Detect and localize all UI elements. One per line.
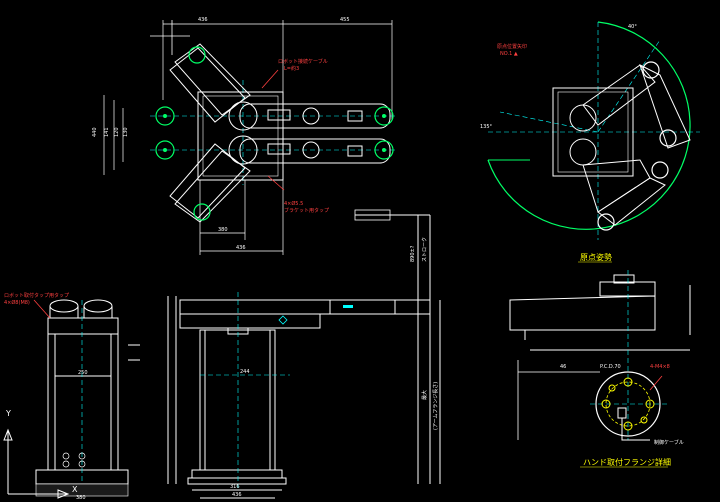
side-view: [167, 209, 441, 499]
ucs-axis-icon: [3, 428, 70, 499]
side-base-width: 316: [230, 484, 240, 490]
front-note-1: ロボット取付タップ用タップ: [4, 292, 69, 299]
axis-x-label: X: [72, 485, 78, 494]
work-envelope-arc: [487, 21, 691, 230]
dim-bottom-a: 380: [218, 227, 228, 233]
dim-v3: 120: [114, 127, 120, 137]
flange-detail-title: ハンド取付フランジ詳細: [583, 457, 671, 467]
dim-v2: 141: [104, 127, 110, 137]
side-overall-height: 890±?: [410, 245, 416, 262]
origin-view-labels: 原点位置矢印 NO.1 ▲ 40° 135° 原点姿勢: [480, 24, 637, 263]
tap-sub-note: ブラケット用タップ: [284, 207, 329, 214]
flange-dim-top: 46: [560, 364, 566, 370]
tap-note: 4×Ø5.5: [284, 200, 303, 207]
dim-bottom-b: 436: [236, 245, 246, 251]
side-flange-len: (アームフランジ長さ): [432, 382, 439, 430]
flange-cable-note: 制御ケーブル: [654, 439, 684, 446]
dim-v4: 130: [123, 127, 129, 137]
side-stroke: ストローク: [422, 237, 428, 262]
origin-view-title: 原点姿勢: [580, 252, 612, 262]
side-total: 最大: [421, 390, 428, 400]
flange-tap: 4-M4×8: [650, 364, 670, 370]
top-view: [103, 20, 395, 255]
top-view-labels: 436 455 440 141 120 130 380 436: [92, 17, 350, 251]
top-view-notes: ロボット接続ケーブル L=約3 4×Ø5.5 ブラケット用タップ: [278, 58, 329, 214]
flange-detail-labels: 46 P.C.D.70 4-M4×8 制御ケーブル ハンド取付フランジ詳細: [560, 364, 684, 468]
side-view-labels: 890±? ストローク 最大 (アームフランジ長さ) 244 316 436: [230, 237, 439, 498]
front-view-labels: ロボット取付タップ用タップ 4×Ø8(M8) 250 380: [4, 292, 88, 501]
flange-pcd: P.C.D.70: [600, 364, 621, 370]
front-base-dim: 380: [76, 495, 86, 501]
origin-view: [487, 21, 700, 240]
dim-left-width: 436: [198, 17, 208, 23]
robot-cable-sub-note: L=約3: [284, 65, 299, 72]
side-base-width-2: 436: [232, 492, 242, 498]
origin-note-2: NO.1 ▲: [500, 51, 518, 57]
origin-angle-1: 40°: [628, 24, 637, 30]
dim-right-width: 455: [340, 17, 350, 23]
front-view: [33, 299, 140, 497]
dim-v1: 440: [92, 127, 98, 137]
front-col-dim: 250: [78, 370, 88, 376]
robot-cable-note: ロボット接続ケーブル: [278, 58, 328, 65]
flange-detail: [509, 270, 691, 441]
front-note-2: 4×Ø8(M8): [4, 299, 30, 306]
origin-note-1: 原点位置矢印: [497, 43, 527, 50]
axis-y-label: Y: [5, 409, 11, 418]
side-col-width: 244: [240, 369, 250, 375]
origin-angle-2: 135°: [480, 124, 493, 130]
